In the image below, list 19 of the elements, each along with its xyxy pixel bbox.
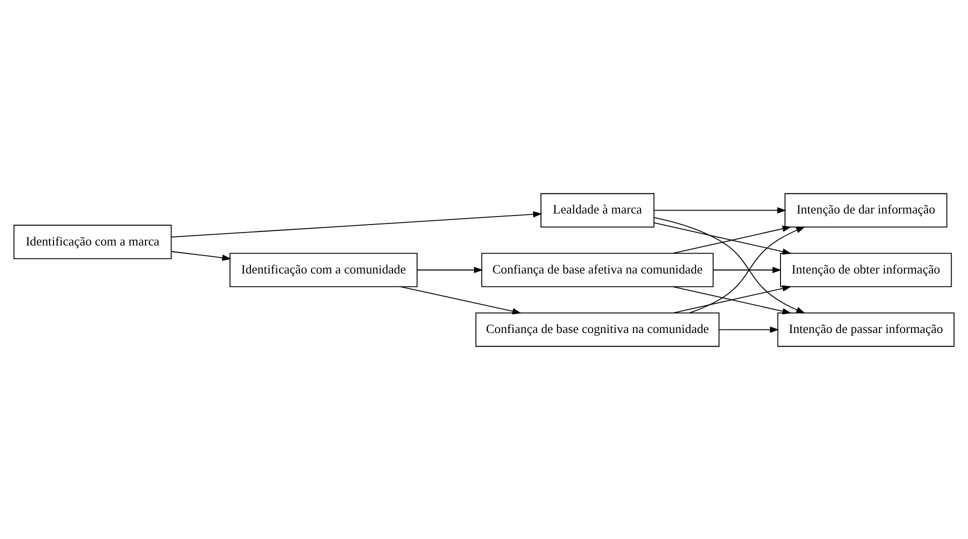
- arrow: [689, 226, 806, 313]
- node-box: Identificação com a comunidade: [230, 252, 418, 287]
- node-box: Confiança de base afetiva na comunidade: [481, 252, 714, 287]
- node-box: Intenção de dar informação: [784, 192, 948, 228]
- arrow: [416, 266, 484, 273]
- arrow: [170, 210, 542, 238]
- node-box: Identificação com a marca: [14, 224, 172, 259]
- node-box: Intenção de obter informação: [780, 252, 952, 287]
- arrow: [654, 206, 786, 213]
- arrow: [400, 286, 522, 314]
- arrow: [712, 266, 782, 273]
- node-box: Lealdade à marca: [540, 192, 654, 228]
- node-box: Confiança de base cognitiva na comunidade: [475, 312, 720, 346]
- node-box: Intenção de passar informação: [777, 312, 954, 346]
- arrow: [654, 216, 806, 313]
- arrow: [718, 326, 780, 332]
- arrow: [654, 222, 792, 254]
- arrow: [672, 225, 792, 254]
- arrow: [170, 250, 232, 260]
